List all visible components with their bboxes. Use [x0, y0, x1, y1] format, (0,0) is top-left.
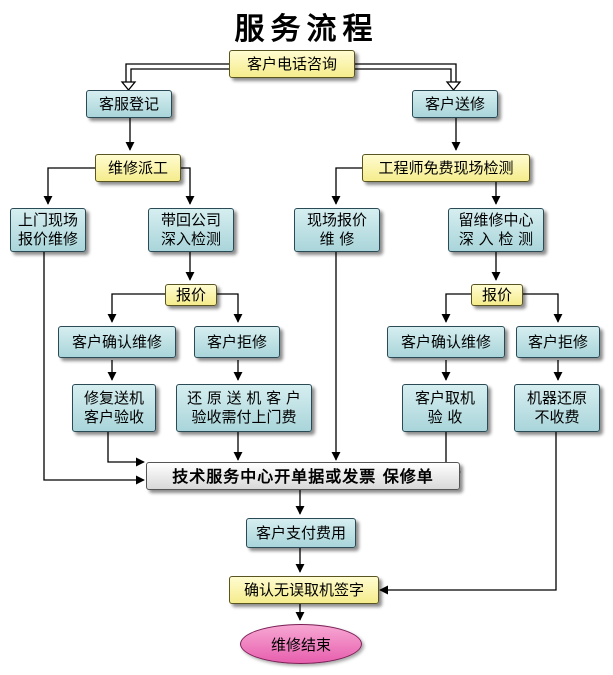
arrow-onsite-invoice [43, 252, 145, 485]
arrow-restore-confirm [379, 432, 557, 595]
node-end: 维修结束 [240, 624, 362, 664]
node-service-register: 客服登记 [86, 90, 172, 118]
node-customer-deliver: 客户送修 [412, 90, 498, 118]
double-arrow-right [353, 63, 457, 82]
node-dispatch: 维修派工 [95, 154, 181, 182]
double-arrow-left [125, 63, 233, 82]
node-confirm-right: 客户确认维修 [387, 326, 505, 358]
node-phone-consult: 客户电话咨询 [229, 50, 355, 78]
node-return-company: 带回公司 深入检测 [148, 208, 234, 252]
node-confirm-left: 客户确认维修 [58, 326, 176, 358]
arrow-quote-confirm-left [107, 293, 165, 323]
node-refuse-left: 客户拒修 [194, 326, 280, 358]
arrow-quote-confirm-right [441, 293, 471, 323]
node-repair-deliver: 修复送机 客户验收 [72, 384, 156, 432]
node-quote-left: 报价 [165, 284, 217, 306]
node-restore-free: 机器还原 不收费 [514, 384, 600, 432]
arrow-dispatch-return [180, 167, 195, 205]
arrow-quote-refuse-left [216, 293, 243, 323]
page-title: 服务流程 [234, 12, 379, 47]
node-engineer-check: 工程师免费现场检测 [362, 154, 530, 182]
node-quote-right: 报价 [471, 284, 523, 306]
node-onsite-quote: 现场报价 维 修 [294, 208, 380, 252]
node-pay: 客户支付费用 [246, 518, 356, 548]
arrow-engineer-onsite-quote [331, 167, 366, 205]
node-confirm-sign: 确认无误取机签字 [229, 576, 379, 604]
node-stay-center: 留维修中心 深 入 检 测 [448, 208, 544, 252]
node-invoice: 技术服务中心开单据或发票 保修单 [146, 462, 460, 490]
node-return-deliver: 还 原 送 机 客 户 验收需付上门费 [176, 384, 312, 432]
arrow-dispatch-onsite [43, 167, 98, 205]
node-onsite-repair: 上门现场 报价维修 [10, 208, 86, 252]
node-refuse-right: 客户拒修 [516, 326, 600, 358]
arrow-repair-invoice [107, 432, 145, 467]
node-customer-pickup: 客户取机 验 收 [402, 384, 488, 432]
arrow-quote-refuse-right [521, 293, 563, 323]
